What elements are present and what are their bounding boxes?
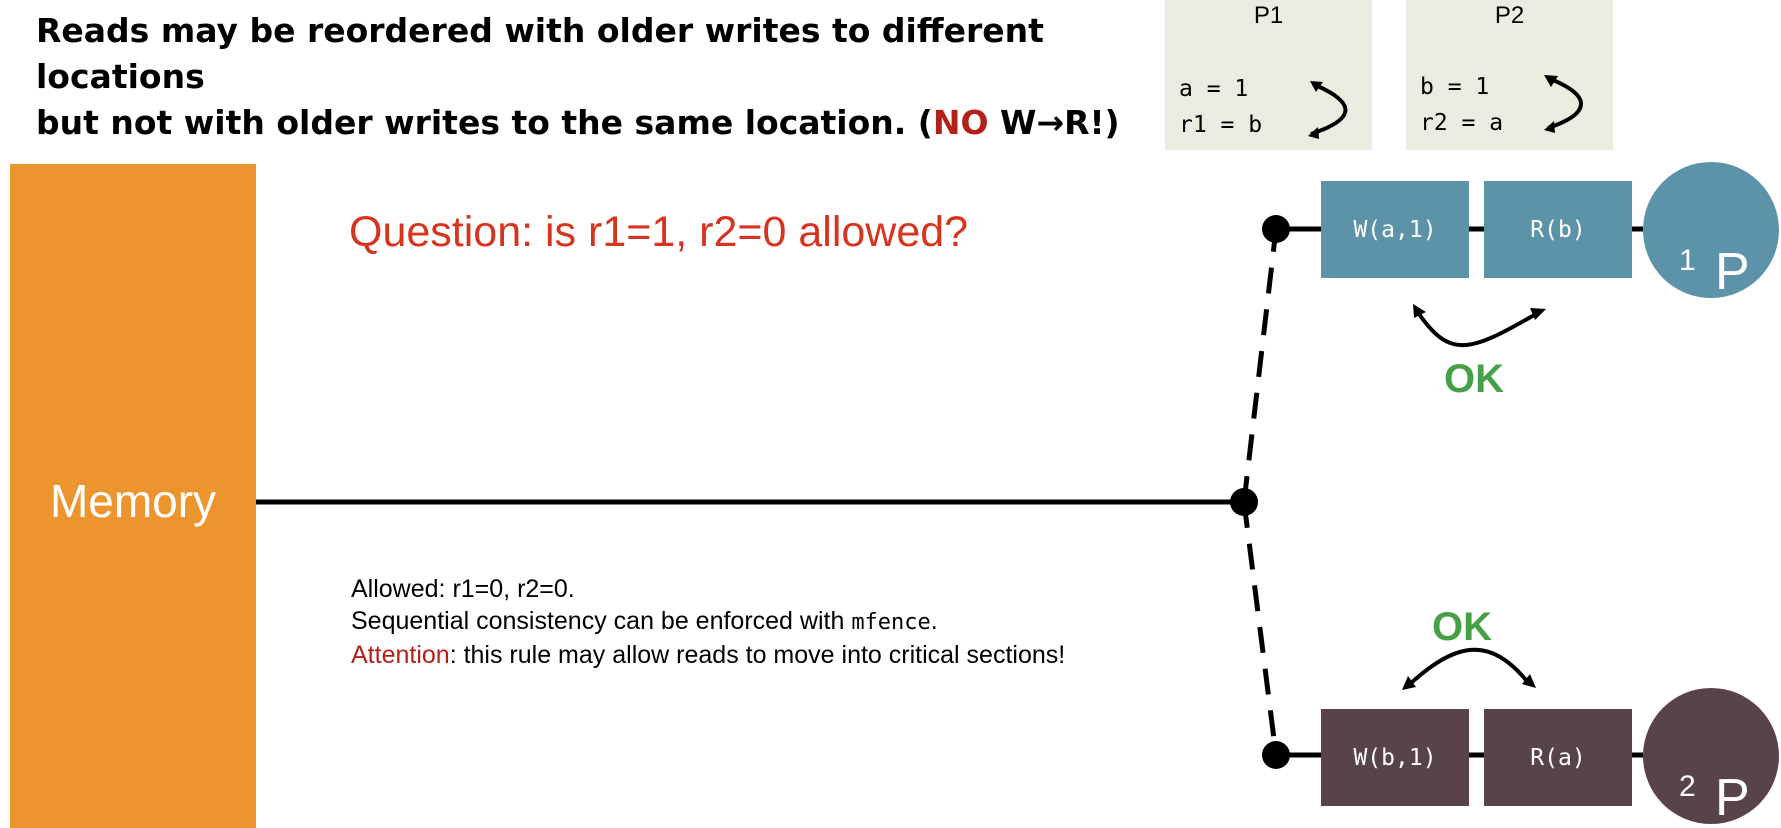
p2-junction-dot bbox=[1262, 741, 1290, 769]
code-box-p1: P1 a = 1 r1 = b bbox=[1165, 0, 1372, 150]
dashed-link-p1 bbox=[1241, 228, 1279, 503]
code-box-p2-title: P2 bbox=[1494, 2, 1525, 29]
slide-title: Reads may be reordered with older writes… bbox=[36, 8, 1136, 146]
note-sequential-consistency: Sequential consistency can be enforced w… bbox=[351, 607, 938, 635]
mfence-code: mfence bbox=[851, 610, 931, 635]
memory-block: Memory bbox=[10, 164, 256, 828]
p1-op-read: R(b) bbox=[1484, 181, 1632, 278]
memory-label: Memory bbox=[49, 475, 217, 527]
code-box-p2: P2 b = 1 r2 = a bbox=[1406, 0, 1613, 150]
title-line-2: but not with older writes to the same lo… bbox=[36, 103, 1120, 142]
p2-swap-arrow-icon bbox=[1402, 647, 1536, 690]
reorder-arrow-icon bbox=[1544, 75, 1583, 133]
code-p2-line-1: b = 1 bbox=[1420, 74, 1490, 100]
title-no: NO bbox=[932, 103, 989, 142]
p1-junction-dot bbox=[1262, 215, 1290, 243]
attention-label: Attention bbox=[351, 641, 450, 669]
reorder-arrow-icon bbox=[1308, 81, 1348, 139]
code-box-p1-title: P1 bbox=[1253, 2, 1284, 29]
p2-op-write: W(b,1) bbox=[1321, 709, 1469, 806]
code-p2-line-2: r2 = a bbox=[1420, 110, 1504, 136]
dashed-link-p2 bbox=[1241, 501, 1279, 756]
p1-op-write: W(a,1) bbox=[1321, 181, 1469, 278]
title-line-1: Reads may be reordered with older writes… bbox=[36, 11, 1044, 96]
note-allowed: Allowed: r1=0, r2=0. bbox=[351, 575, 575, 603]
ok-label-p1: OK bbox=[1444, 357, 1504, 401]
p1-swap-arrow-icon bbox=[1413, 304, 1546, 348]
question-text: Question: is r1=1, r2=0 allowed? bbox=[349, 208, 969, 256]
notes: Allowed: r1=0, r2=0. Sequential consiste… bbox=[351, 573, 1065, 671]
memory-junction-dot bbox=[1230, 488, 1258, 516]
code-p1-line-1: a = 1 bbox=[1179, 76, 1249, 102]
p2-op-read: R(a) bbox=[1484, 709, 1632, 806]
code-p1-line-2: r1 = b bbox=[1179, 112, 1263, 138]
ok-label-p2: OK bbox=[1432, 605, 1492, 649]
note-attention: Attention: this rule may allow reads to … bbox=[351, 641, 1066, 669]
